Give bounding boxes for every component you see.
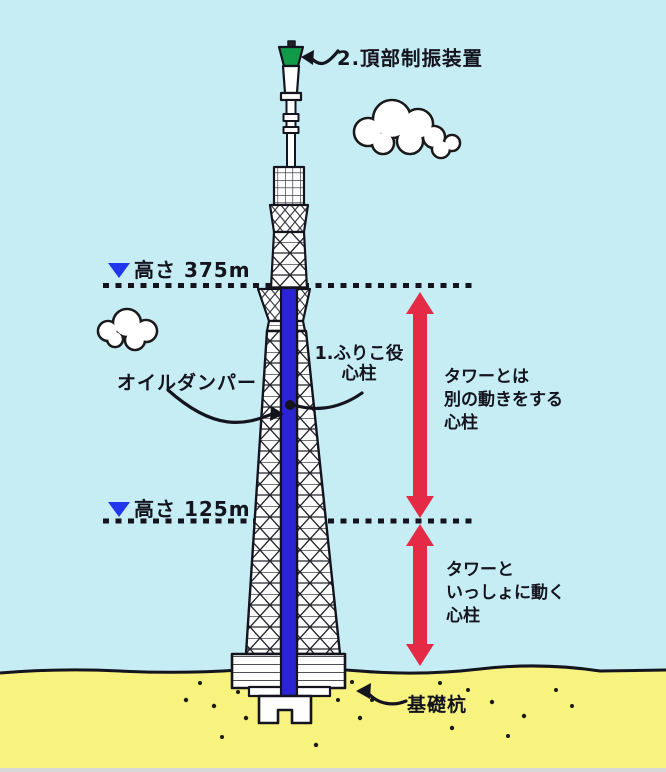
upper-core-description-line3: 心柱 xyxy=(444,413,478,433)
cloud-right xyxy=(352,98,462,160)
soil-speckles xyxy=(183,680,574,748)
pointers xyxy=(166,49,408,706)
upper-deck-flare xyxy=(268,203,310,234)
lower-core-description: タワーと いっしょに動く 心柱 xyxy=(446,559,565,628)
pendulum-core-label-line1: 1.ふりこ役 xyxy=(314,344,404,364)
antenna-mast-upper xyxy=(281,64,301,95)
center-column xyxy=(279,286,299,698)
oil-damper-pointer-line xyxy=(166,388,274,425)
upper-core-description: タワーとは 別の動きをする 心柱 xyxy=(444,366,563,435)
pendulum-core-label-line2: 心柱 xyxy=(341,364,377,384)
height-marker-triangle-375 xyxy=(108,263,130,278)
top-device-label: 2.頂部制振装置 xyxy=(337,47,483,70)
upper-core-description-line2: 別の動きをする xyxy=(444,390,563,410)
antenna-rod-3 xyxy=(286,132,296,168)
foundation-pile xyxy=(257,694,313,725)
foundation-arrowhead-icon xyxy=(356,683,371,699)
red-arrow-upper xyxy=(406,292,434,518)
upper-shaft xyxy=(269,230,309,290)
bottom-edge-strip xyxy=(0,768,666,772)
red-arrow-lower xyxy=(406,524,434,666)
cloud-left xyxy=(96,307,159,352)
top-damper-device xyxy=(277,45,305,68)
upper-core-description-line1: タワーとは xyxy=(444,367,529,387)
height-125-label: 高さ 125m xyxy=(134,497,251,521)
pendulum-pointer-line xyxy=(292,391,364,410)
antenna-collar-2 xyxy=(282,113,300,122)
pendulum-core-label: 1.ふりこ役 心柱 xyxy=(312,344,406,384)
antenna-collar-1 xyxy=(279,91,303,102)
height-375-label: 高さ 375m xyxy=(134,258,251,282)
ground-fill xyxy=(0,665,666,772)
foundation-pointer-line xyxy=(368,693,408,706)
lower-core-description-line3: 心柱 xyxy=(446,606,480,626)
oil-damper-arrowhead-icon xyxy=(270,406,284,421)
lower-core-description-line1: タワーと xyxy=(446,560,514,580)
top-device-arrowhead-icon xyxy=(301,50,314,65)
antenna-rod-1 xyxy=(285,99,297,115)
gain-tower-lattice xyxy=(272,165,306,207)
pendulum-pointer-dot xyxy=(285,400,295,410)
height-marker-triangle-125 xyxy=(108,502,130,517)
foundation-pile-label: 基礎杭 xyxy=(407,694,468,716)
lower-core-description-line2: いっしょに動く xyxy=(446,583,565,603)
top-device-pointer-line xyxy=(310,49,340,66)
oil-damper-label: オイルダンパー xyxy=(117,372,258,394)
